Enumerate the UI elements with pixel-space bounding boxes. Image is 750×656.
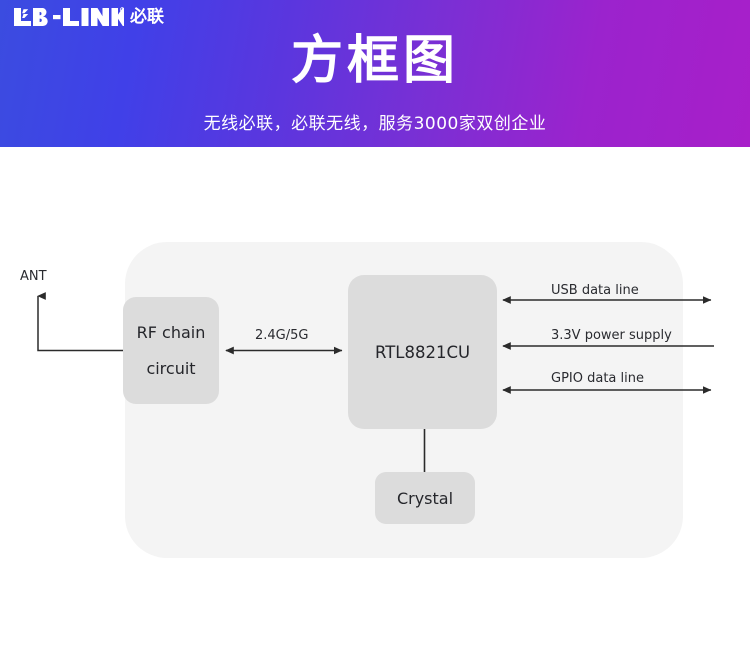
page-subtitle: 无线必联，必联无线，服务3000家双创企业 xyxy=(203,114,547,134)
block-diagram: RF chain circuit RTL8821CU Crystal ANT 2… xyxy=(0,147,750,656)
diagram-wires xyxy=(37,292,714,472)
block-crystal[interactable]: Crystal xyxy=(375,472,475,524)
connection-label-rf-soc: 2.4G/5G xyxy=(255,328,309,343)
block-rf-chain-label-line2: circuit xyxy=(146,359,196,378)
connection-label-gpio: GPIO data line xyxy=(551,371,644,386)
block-crystal-label: Crystal xyxy=(396,488,454,508)
block-rf-chain-label-line1: RF chain xyxy=(136,323,206,342)
connection-label-ant: ANT xyxy=(20,269,47,284)
block-rtl8821cu[interactable]: RTL8821CU xyxy=(348,275,497,429)
wire-ant xyxy=(37,292,123,352)
brand-logo[interactable]: 必联 xyxy=(12,5,164,29)
connection-label-power: 3.3V power supply xyxy=(551,328,672,343)
header-banner: 必联 方框图 无线必联，必联无线，服务3000家双创企业 xyxy=(0,0,750,147)
connection-label-usb: USB data line xyxy=(551,283,639,298)
page-title: 方框图 xyxy=(290,31,459,91)
lb-link-logo-icon xyxy=(14,7,124,26)
block-rf-chain-circuit[interactable]: RF chain circuit xyxy=(123,297,219,404)
brand-name-cn: 必联 xyxy=(130,7,164,27)
block-rtl8821cu-label: RTL8821CU xyxy=(374,342,471,362)
